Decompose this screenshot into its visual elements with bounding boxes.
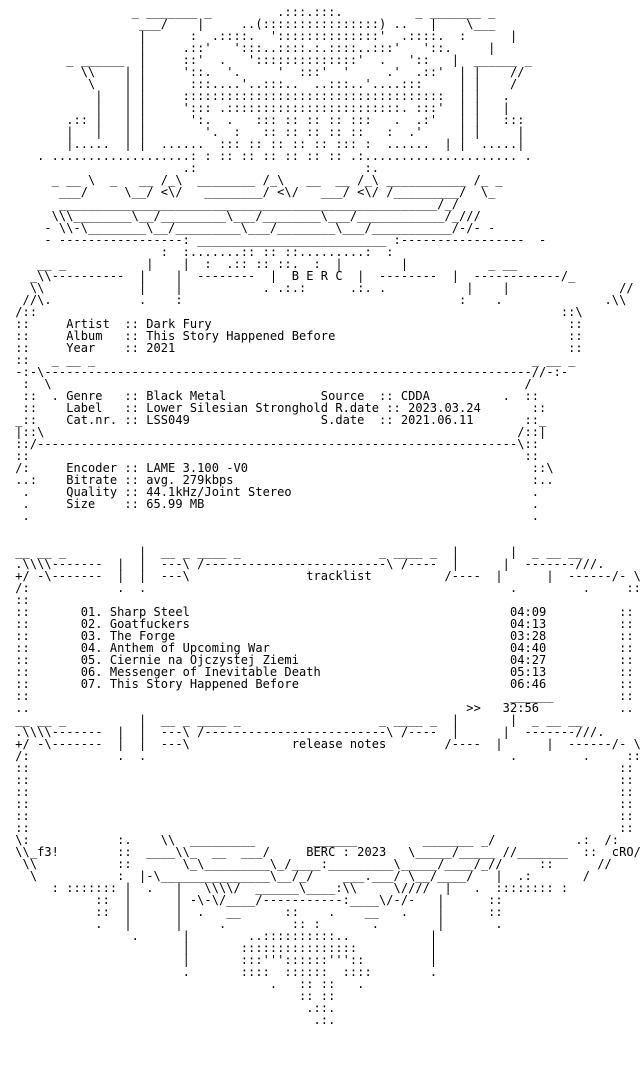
header-art-line: _ ______ | ::' . '::::::::::::::' . ':: … — [8, 53, 532, 67]
header-art-line: |..... | | ...... ::: :: :: :: :: ::: : … — [8, 137, 525, 151]
total-length: .. >> 32:56 .. — [8, 701, 634, 715]
footer-art-line: \ : |-\_______________\__/_/ ___.___/ \_… — [8, 869, 590, 883]
artist-field: :: Artist :: Dark Fury :: — [8, 317, 583, 331]
header-art-line: | | | '::: .::::::::::::::::::::::::. ::… — [8, 101, 510, 115]
footer-art-line: . :::: :::::: :::: . — [8, 965, 438, 979]
footer-art-line: :: | | . __ :: . __ . | :: — [8, 905, 503, 919]
footer-art-line: . | ..::::::::::.. | — [8, 929, 438, 943]
header-art-line: .: :. — [8, 161, 380, 175]
footer-art-line: \: :. \\ _________ ______ _______ _/ .: … — [8, 833, 620, 847]
tracklist-art-line: /: . . . . ::\ — [8, 581, 640, 595]
footer-art-line: | :::::::::::::::: | — [8, 941, 438, 955]
footer-art-line: .:. — [8, 1013, 336, 1027]
header-art-line: //\. . : : . .\\ — [8, 293, 627, 307]
info-divider: -:-\------------------------------------… — [8, 365, 569, 379]
header-art-line: | | | | '. : :: :: :: :: :: : .' | | | — [8, 125, 525, 139]
footer-art-line: . :: :: . — [8, 977, 365, 991]
size-field: . Size :: 65.99 MB . — [8, 497, 540, 511]
release-notes-line: :: :: — [8, 773, 634, 787]
header-art-line: . ...................: : :: :: :: :: :: … — [8, 149, 532, 163]
info-divider: ::/-------------------------------------… — [8, 437, 540, 451]
footer-art-line: .::. — [8, 1001, 336, 1015]
bitrate-field: ..: Bitrate :: avg. 279kbps :.. — [8, 473, 554, 487]
header-art-line: _ _______ _ .:::.:::. _ _______ _ — [8, 5, 496, 19]
album-field: :: Album :: This Story Happened Before :… — [8, 329, 583, 343]
track-row: :: 04. Anthem of Upcoming War 04:40 :: — [8, 641, 634, 655]
track-row: :: 05. Ciernie na Ojczystej Ziemi 04:27 … — [8, 653, 634, 667]
tracklist-art-line: __ __ _ | __ _ ____ _ _ ____ _ | | _ __ … — [8, 545, 583, 559]
tracklist-art-line: /: . . . . ::\ — [8, 749, 640, 763]
header-art-line: - \\-\________\__/_________\___/________… — [8, 221, 496, 235]
footer-art-line: : ::::::: | . | \\\\/ ______\____:\\ \//… — [8, 881, 569, 895]
header-art-line: __ _ | | : .:: :: ::. : | | _ __ — [8, 257, 518, 271]
release-notes-line: :: :: — [8, 761, 634, 775]
header-art-line: | : .::::. '::::::::::::::' .::::. : | — [8, 29, 518, 43]
track-row: :: 01. Sharp Steel 04:09 :: — [8, 605, 634, 619]
footer-art-line: :: :: — [8, 989, 336, 1003]
footer-art-line: :: | | -\-\/____/-----------:____\/-/- |… — [8, 893, 503, 907]
header-art-line: .:: | | | ':. . ::: :: :: :: ::: . .:' |… — [8, 113, 525, 127]
info-art-line: : \ / — [8, 377, 532, 391]
tracklist-heading: +/ -\------- | | ---\ tracklist /---- | … — [8, 569, 640, 583]
track-row: :: 07. This Story Happened Before 06:46 … — [8, 677, 634, 691]
header-art-line: : :.......:: :: ::.........: : — [8, 245, 394, 259]
track-row: :: 03. The Forge 03:28 :: — [8, 629, 634, 643]
release-notes-line: :: :: — [8, 809, 634, 823]
header-art-line: \\ | | . .:.: .:. . | | // — [8, 281, 634, 295]
genre-source-field: :: . Genre :: Black Metal Source :: CDDA… — [8, 389, 540, 403]
release-notes-heading: +/ -\------- | | ---\ release notes /---… — [8, 737, 640, 751]
tracklist-art-line: :: ______ :: — [8, 689, 634, 703]
header-art-line: \\\________\__/_________\___/________\__… — [8, 209, 481, 223]
release-notes-line: :: :: — [8, 797, 634, 811]
info-art-line: . . — [8, 509, 540, 523]
info-art-line: |::\ /::| — [8, 425, 547, 439]
tracklist-art-line — [8, 522, 640, 534]
info-art-line: /:: ::\ — [8, 305, 583, 319]
footer-art-line: \\ :: \_\_________\_/____:_________\____… — [8, 857, 612, 871]
header-art-line: _ __ \ _ __ /_\ ________ /_\ __ __ /_\ _… — [8, 173, 503, 187]
encoder-field: /: Encoder :: LAME 3.100 -V0 ::\ — [8, 461, 554, 475]
header-art-line: \\ | | '::. '. ' :::' ' .' .::' | | // — [8, 65, 525, 79]
header-art-line: | .::' ':::..::::.:.::::..:::' '::. | — [8, 41, 496, 55]
header-art-line: ___/ | ..(::::::::::::::::) .. | \___ — [8, 17, 496, 31]
quality-field: . Quality :: 44.1kHz/Joint Stereo . — [8, 485, 540, 499]
header-art-line: | | | ::::::::::::::::::::::::::::::::::… — [8, 89, 510, 103]
info-art-line: :: _ __ _ _ __ _ — [8, 353, 576, 367]
catnr-sdate-field: _:: Cat.nr. :: LSS049 S.date :: 2021.06.… — [8, 413, 547, 427]
header-art-line: ___/ \__/ <\/ ________/ <\/ ___/ <\/ /__… — [8, 185, 496, 199]
header-art-line: - -----------------: ___________________… — [8, 233, 547, 247]
header-art-line: ________________________________________… — [8, 197, 460, 211]
footer-art-line: | :::'''::::::''':: | — [8, 953, 438, 967]
label-rdate-field: :: Label :: Lower Silesian Stronghold R.… — [8, 401, 547, 415]
header-banner-berc: _\\---------- | | -------- | B E R C | -… — [8, 269, 576, 283]
tracklist-art-line: __ __ _ | __ _ ____ _ _ ____ _ | | _ __ … — [8, 713, 583, 727]
header-art-line: \ | | :::....'..:::.. ..:::..'....::: | … — [8, 77, 518, 91]
release-notes-line: :: :: — [8, 785, 634, 799]
footer-art-line: . | | . :: : . | . — [8, 917, 503, 931]
release-notes-line: :: :: — [8, 821, 634, 835]
track-row: :: 02. Goatfuckers 04:13 :: — [8, 617, 634, 631]
tracklist-art-line: :: — [8, 593, 30, 607]
year-field: :: Year :: 2021 :: — [8, 341, 583, 355]
tracklist-art-line: .\\\\------- | | ---\ /-----------------… — [8, 557, 605, 571]
tracklist-art-line: .\\\\------- | | ---\ /-----------------… — [8, 725, 605, 739]
footer-signature: \\_f3! :: ____\\_ __ ___/ BERC : 2023 \_… — [8, 845, 640, 859]
track-row: :: 06. Messenger of Inevitable Death 05:… — [8, 665, 634, 679]
info-art-line: :: :: — [8, 449, 540, 463]
